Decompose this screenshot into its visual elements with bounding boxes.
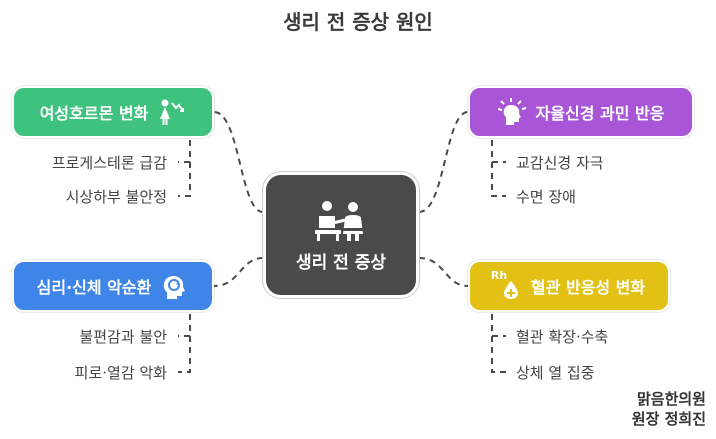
rh-blood-icon: Rh [490,269,523,301]
link-psycho-leaf-2 [178,336,191,373]
branch-vascular-label: 혈관 반응성 변화 [530,278,646,297]
branch-vascular: Rh 혈관 반응성 변화 [468,260,670,312]
doctor-patient-icon [313,198,369,242]
branch-hormone: 여성호르몬 변화 [12,86,214,138]
hormone-item-1: 프로게스테론 급감 [51,154,167,172]
head-cycle-icon [159,271,189,301]
link-vascular-leaf-2 [491,336,506,373]
psycho-item-2: 피로·열감 악화 [74,364,167,382]
diagram-title: 생리 전 증상 원인 [283,10,433,34]
link-psycho [213,257,264,287]
link-hormone [213,111,264,213]
watermark: 맑음한의원 원장 정희진 [632,389,706,429]
autonomic-item-2: 수면 장애 [516,188,576,206]
center-node: 생리 전 증상 [263,172,419,298]
branch-psycho: 심리·신체 악순환 [12,260,214,312]
vascular-item-1: 혈관 확장·수축 [516,328,609,346]
link-hormone-leaf-1 [178,140,191,163]
link-vascular [418,257,469,287]
branch-hormone-label: 여성호르몬 변화 [39,104,149,123]
rh-text: Rh [490,269,508,282]
female-decline-icon [156,97,186,127]
branch-psycho-label: 심리·신체 악순환 [36,278,152,297]
branch-autonomic: 자율신경 과민 반응 [468,86,694,138]
head-nerves-icon [497,97,528,127]
link-psycho-leaf-1 [178,314,191,337]
psycho-item-1: 불편감과 불안 [79,328,167,346]
link-hormone-leaf-2 [178,162,191,197]
link-autonomic-leaf-2 [491,162,506,197]
branch-autonomic-label: 자율신경 과민 반응 [535,104,665,123]
link-autonomic [418,111,469,213]
hormone-item-2: 시상하부 불안정 [65,188,167,206]
link-autonomic-leaf-1 [491,140,506,163]
autonomic-item-1: 교감신경 자극 [516,154,604,172]
watermark-line-2: 원장 정희진 [631,410,706,428]
watermark-line-1: 맑음한의원 [636,390,706,408]
center-label: 생리 전 증상 [295,252,387,273]
link-vascular-leaf-1 [491,314,506,337]
vascular-item-2: 상체 열 집중 [516,364,595,382]
